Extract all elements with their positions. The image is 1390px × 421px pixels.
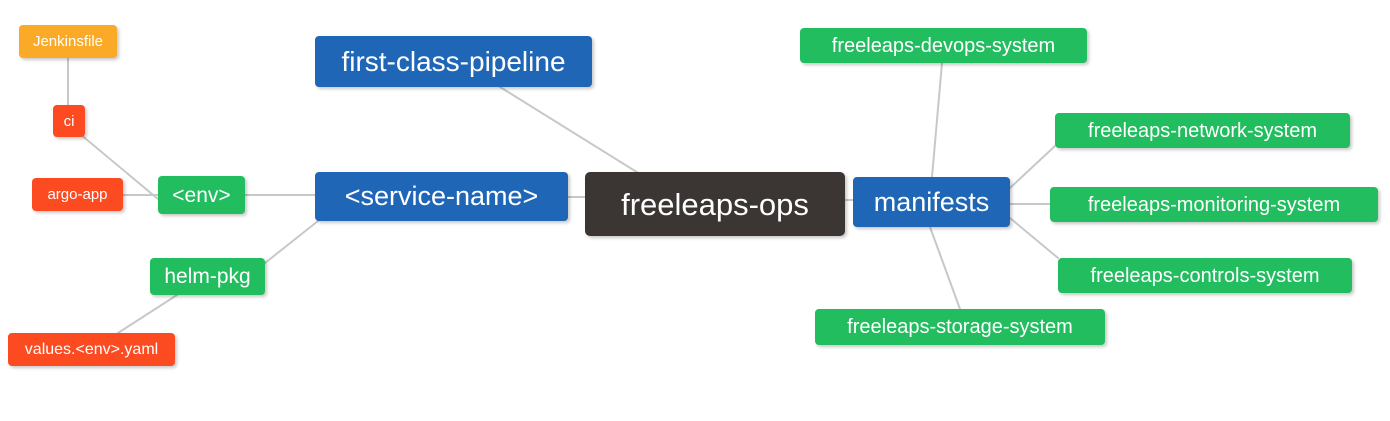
node-helm-pkg[interactable]: helm-pkg	[150, 258, 265, 295]
node-values-yaml[interactable]: values.<env>.yaml	[8, 333, 175, 366]
edge-helm-pkg-to-values-yaml	[117, 294, 178, 334]
edge-manifests-to-storage-system	[929, 226, 961, 310]
node-first-class-pipeline[interactable]: first-class-pipeline	[315, 36, 592, 87]
node-manifests[interactable]: manifests	[853, 177, 1010, 227]
node-env[interactable]: <env>	[158, 176, 245, 214]
edge-manifests-to-controls-system	[1009, 217, 1059, 259]
node-storage-system[interactable]: freeleaps-storage-system	[815, 309, 1105, 345]
edge-service-name-to-helm-pkg	[264, 220, 319, 264]
node-network-system[interactable]: freeleaps-network-system	[1055, 113, 1350, 148]
edge-first-class-pipeline-to-freeleaps-ops	[499, 86, 641, 175]
node-service-name[interactable]: <service-name>	[315, 172, 568, 221]
node-controls-system[interactable]: freeleaps-controls-system	[1058, 258, 1352, 293]
edge-manifests-to-devops-system	[931, 62, 943, 178]
node-jenkinsfile[interactable]: Jenkinsfile	[19, 25, 117, 58]
node-freeleaps-ops[interactable]: freeleaps-ops	[585, 172, 845, 236]
node-devops-system[interactable]: freeleaps-devops-system	[800, 28, 1087, 63]
node-ci[interactable]: ci	[53, 105, 85, 137]
edge-manifests-to-network-system	[1009, 145, 1056, 189]
node-monitoring-system[interactable]: freeleaps-monitoring-system	[1050, 187, 1378, 222]
node-argo-app[interactable]: argo-app	[32, 178, 123, 211]
